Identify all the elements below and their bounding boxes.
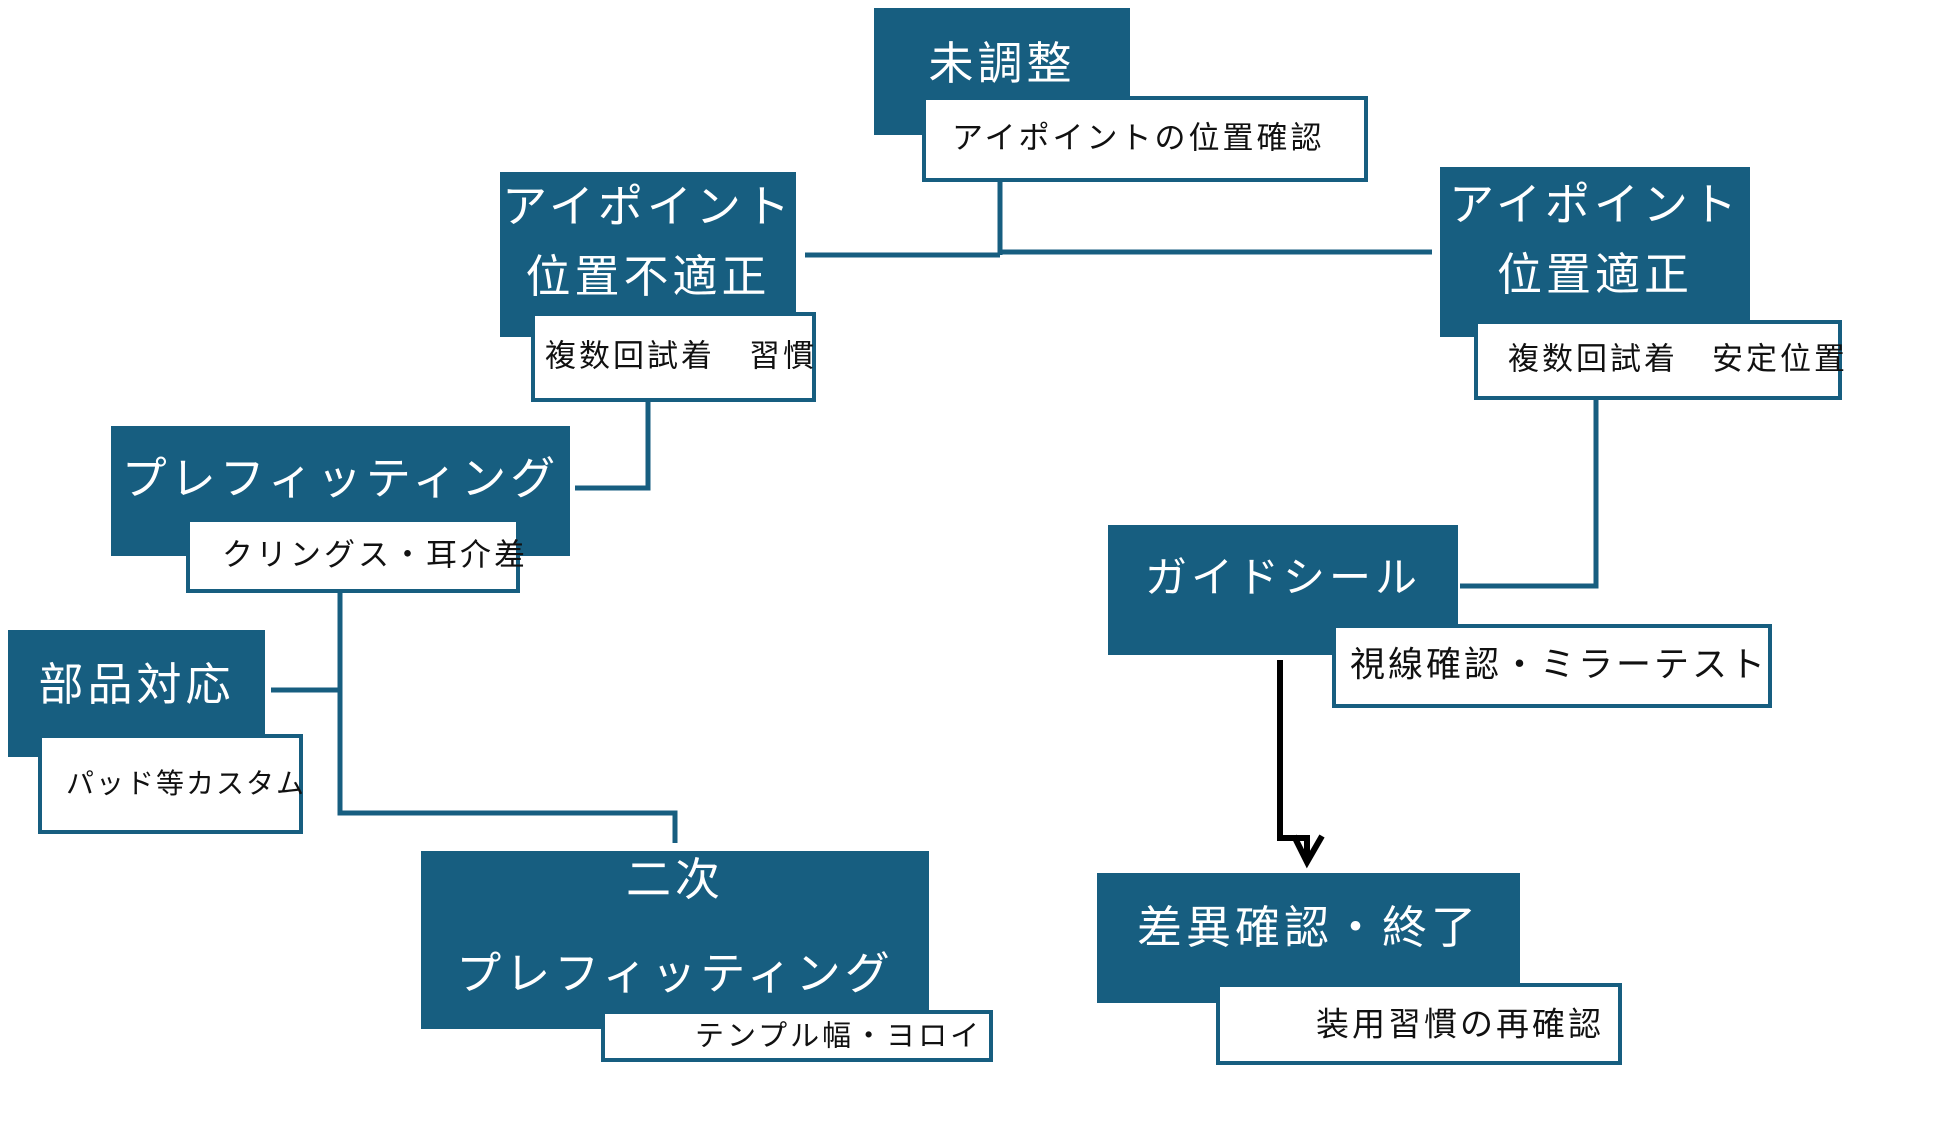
node-prefit-title: プレフィッティング [121, 452, 560, 505]
node-parts-title: 部品対応 [38, 658, 235, 711]
node-secondary: 二次 プレフィッティング [421, 851, 929, 1029]
node-improper-subtitle-box: 複数回試着 習慣 [531, 312, 816, 402]
node-final-subtitle-box: 装用習慣の再確認 [1216, 983, 1622, 1065]
node-improper-title-line2: 位置不適正 [525, 250, 771, 303]
arrow-head [1291, 834, 1325, 869]
node-final-subtitle: 装用習慣の再確認 [1316, 1004, 1604, 1044]
node-guideseal-subtitle-box: 視線確認・ミラーテスト [1332, 624, 1772, 708]
connector-improper-prefit [575, 397, 651, 491]
node-proper: アイポイント 位置適正 [1440, 167, 1750, 337]
node-proper-title-line1: アイポイント [1449, 178, 1741, 231]
node-secondary-title-line1: 二次 [625, 853, 724, 906]
node-proper-subtitle: 複数回試着 安定位置 [1508, 341, 1848, 378]
node-final: 差異確認・終了 [1097, 873, 1520, 1003]
node-proper-title-line2: 位置適正 [1496, 248, 1693, 301]
node-prefit-subtitle: クリングス・耳介差 [222, 537, 528, 573]
connector-prefit-split [337, 590, 678, 843]
node-start-subtitle: アイポイントの位置確認 [952, 120, 1325, 157]
node-prefit-subtitle-box: クリングス・耳介差 [186, 518, 525, 593]
node-secondary-subtitle: テンプル幅・ヨロイ [695, 1018, 983, 1053]
node-guideseal-title: ガイドシール [1144, 553, 1421, 602]
connector-proper-guideseal [1460, 397, 1599, 589]
node-improper: アイポイント 位置不適正 [500, 172, 796, 337]
node-start-subtitle-box: アイポイントの位置確認 [922, 96, 1368, 182]
node-final-title: 差異確認・終了 [1136, 901, 1480, 954]
node-start-title: 未調整 [928, 37, 1076, 90]
node-secondary-subtitle-box: テンプル幅・ヨロイ [601, 1010, 993, 1062]
arrow-guideseal-final-shaft [1277, 660, 1310, 862]
node-parts-subtitle: パッド等カスタム [66, 767, 307, 800]
node-improper-title-line1: アイポイント [502, 180, 794, 233]
node-parts-subtitle-box: パッド等カスタム [38, 734, 307, 834]
node-improper-subtitle: 複数回試着 習慣 [545, 338, 817, 375]
node-secondary-title-line2: プレフィッティング [456, 947, 894, 1000]
node-proper-subtitle-box: 複数回試着 安定位置 [1474, 320, 1845, 400]
node-guideseal-subtitle: 視線確認・ミラーテスト [1350, 645, 1769, 686]
